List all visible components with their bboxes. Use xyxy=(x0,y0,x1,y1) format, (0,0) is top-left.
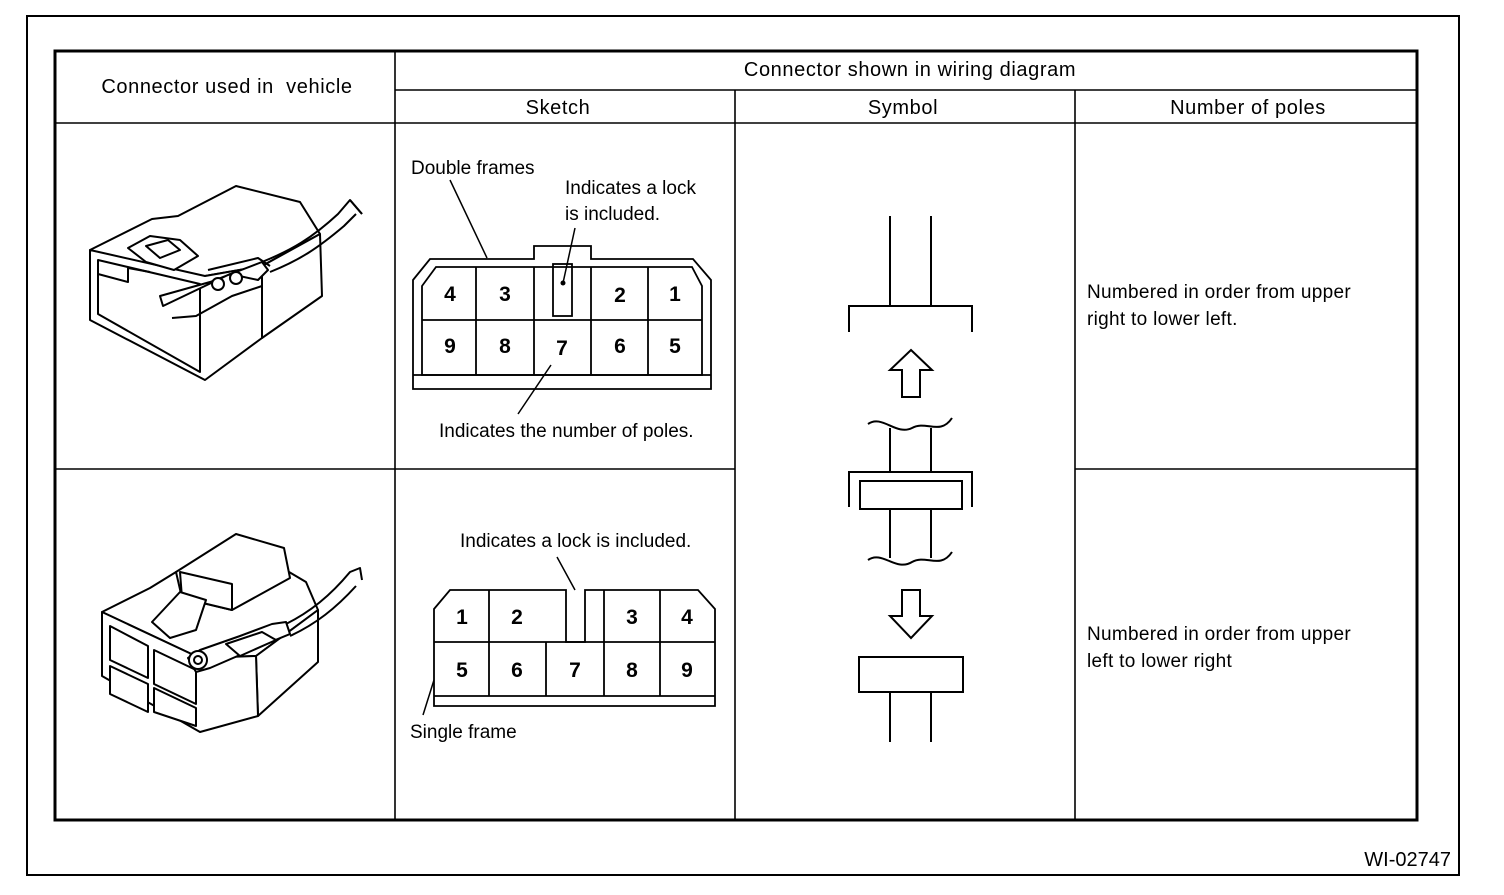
pin-label: 6 xyxy=(511,659,523,682)
header-wiring-diagram: Connector shown in wiring diagram xyxy=(744,59,1076,81)
connector-symbol xyxy=(848,216,973,742)
header-sketch: Sketch xyxy=(526,97,591,119)
row2-numbering-line2: left to lower right xyxy=(1087,651,1233,672)
label-double-frames: Double frames xyxy=(411,158,535,179)
pin-label: 5 xyxy=(669,335,681,358)
pin-label: 7 xyxy=(569,659,581,682)
pin-label: 8 xyxy=(499,335,511,358)
table-grid xyxy=(53,49,1419,822)
vehicle-connector-1-drawing xyxy=(89,185,363,381)
label-lock-included: Indicates a lock is included. xyxy=(460,531,691,552)
label-number-of-poles: Indicates the number of poles. xyxy=(439,421,694,442)
pin-label: 3 xyxy=(499,283,511,306)
pin-label: 9 xyxy=(444,335,456,358)
header-number-of-poles: Number of poles xyxy=(1170,97,1326,119)
label-single-frame: Single frame xyxy=(410,722,517,743)
label-lock-line1: Indicates a lock xyxy=(565,178,696,199)
pin-label: 4 xyxy=(444,283,456,306)
row1-pin-labels: 4 3 2 1 9 8 7 6 5 xyxy=(444,283,681,360)
pin-label: 2 xyxy=(511,606,523,629)
pin-label: 7 xyxy=(556,337,568,360)
pin-label: 8 xyxy=(626,659,638,682)
outer-frame xyxy=(26,15,1460,876)
row2-pin-labels: 1 2 3 4 5 6 7 8 9 xyxy=(456,606,693,682)
vehicle-connector-2-drawing xyxy=(101,533,363,733)
pin-label: 5 xyxy=(456,659,468,682)
row1-leader-lines xyxy=(449,179,576,415)
label-lock-line2: is included. xyxy=(565,204,660,225)
row1-numbering-line2: right to lower left. xyxy=(1087,309,1238,330)
pin-label: 4 xyxy=(681,606,693,629)
header-symbol: Symbol xyxy=(868,97,938,119)
pin-label: 1 xyxy=(456,606,468,629)
pin-label: 6 xyxy=(614,335,626,358)
row2-numbering-line1: Numbered in order from upper xyxy=(1087,624,1351,645)
pin-label: 1 xyxy=(669,283,681,306)
pin-label: 9 xyxy=(681,659,693,682)
sketch-single-frame xyxy=(433,589,716,707)
pin-label: 2 xyxy=(614,284,626,307)
pin-label: 3 xyxy=(626,606,638,629)
figure-code: WI-02747 xyxy=(1364,849,1451,871)
row2-leader-lines xyxy=(422,556,576,716)
sketch-double-frame xyxy=(412,245,712,390)
header-vehicle: Connector used in vehicle xyxy=(101,76,352,98)
row1-numbering-line1: Numbered in order from upper xyxy=(1087,282,1351,303)
